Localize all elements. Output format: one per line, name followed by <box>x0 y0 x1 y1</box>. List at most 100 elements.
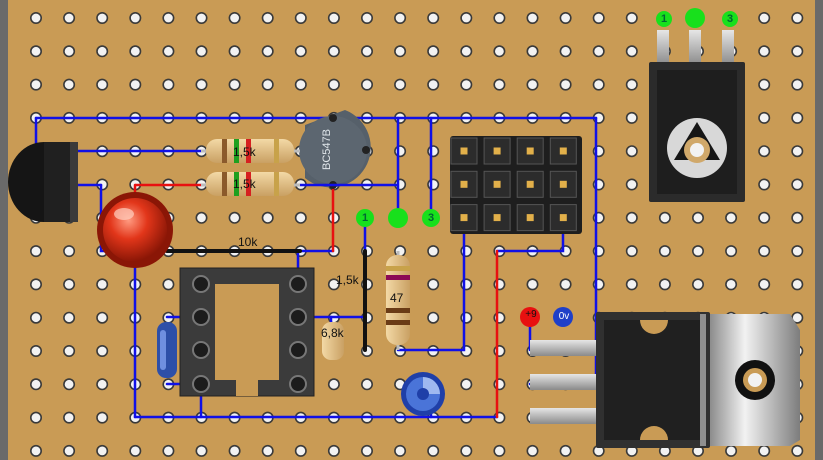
header-pin <box>559 147 567 155</box>
resistor-r6-label: 6,8k <box>321 326 344 340</box>
board-hole <box>427 444 440 457</box>
board-hole <box>29 245 42 258</box>
board-hole <box>294 45 307 58</box>
board-hole <box>427 178 440 191</box>
board-hole <box>195 78 208 91</box>
header-pin <box>559 214 567 222</box>
board-hole <box>261 444 274 457</box>
board-left-edge <box>0 0 8 460</box>
board-hole <box>427 311 440 324</box>
board-hole <box>96 311 109 324</box>
board-hole <box>228 78 241 91</box>
board-hole <box>162 12 175 24</box>
header-pin-housing <box>549 204 577 232</box>
board-hole <box>625 278 638 291</box>
board-hole <box>29 411 42 424</box>
board-hole <box>559 12 572 24</box>
board-hole <box>327 45 340 58</box>
board-hole <box>29 78 42 91</box>
board-hole <box>29 444 42 457</box>
board-hole <box>96 12 109 24</box>
board-hole <box>758 12 771 24</box>
board-hole <box>559 444 572 457</box>
board-hole <box>63 245 76 258</box>
board-hole <box>162 78 175 91</box>
board-hole <box>758 78 771 91</box>
ground-supply-label: 0v <box>558 311 570 322</box>
board-hole <box>294 444 307 457</box>
board-hole <box>725 444 738 457</box>
board-hole <box>725 211 738 224</box>
board-hole <box>625 45 638 58</box>
board-hole <box>460 45 473 58</box>
board-hole <box>96 344 109 357</box>
board-hole <box>758 111 771 124</box>
board-hole <box>360 378 373 391</box>
board-hole <box>29 311 42 324</box>
electrolytic-capacitor <box>401 372 445 416</box>
board-hole <box>758 444 771 457</box>
board-hole <box>63 12 76 24</box>
board-hole <box>63 411 76 424</box>
board-hole <box>294 211 307 224</box>
board-hole <box>327 12 340 24</box>
board-hole <box>625 78 638 91</box>
board-hole <box>129 444 142 457</box>
pot-pin-1-label: 1 <box>357 210 373 226</box>
board-hole <box>658 278 671 291</box>
board-hole <box>327 78 340 91</box>
board-hole <box>228 211 241 224</box>
black-wires <box>165 249 367 352</box>
pot-pin-3-label: 3 <box>423 210 439 226</box>
resistor-r4-label: 1,5k <box>336 273 359 287</box>
board-hole <box>625 211 638 224</box>
board-right-edge <box>815 0 823 460</box>
board-hole <box>791 111 804 124</box>
board-hole <box>394 145 407 158</box>
board-hole <box>725 245 738 258</box>
resistor-r1-label: 1,5k <box>233 145 256 159</box>
board-hole <box>625 145 638 158</box>
board-hole <box>228 444 241 457</box>
header-pin <box>493 180 501 188</box>
resistor-r5 <box>386 251 410 350</box>
board-hole <box>195 444 208 457</box>
board-hole <box>658 211 671 224</box>
board-hole <box>526 278 539 291</box>
board-hole <box>129 12 142 24</box>
resistor-r2-label: 1,5k <box>233 177 256 191</box>
resistor-r3-label: 10k <box>238 235 258 249</box>
board-hole <box>96 444 109 457</box>
board-hole <box>427 145 440 158</box>
board-hole <box>758 45 771 58</box>
board-hole <box>162 278 175 291</box>
board-hole <box>526 45 539 58</box>
board-hole <box>129 78 142 91</box>
board-hole <box>691 211 704 224</box>
board-hole <box>63 344 76 357</box>
board-hole <box>261 78 274 91</box>
ic-socket-8pin <box>179 267 315 397</box>
board-hole <box>625 111 638 124</box>
board-hole <box>261 211 274 224</box>
board-hole <box>427 278 440 291</box>
board-hole <box>360 45 373 58</box>
board-hole <box>791 12 804 24</box>
board-hole <box>29 45 42 58</box>
ceramic-capacitor <box>157 322 177 378</box>
board-hole <box>427 45 440 58</box>
header-pin <box>493 214 501 222</box>
header-pin <box>460 180 468 188</box>
reg-pin-dot-2 <box>685 8 705 28</box>
board-hole <box>725 278 738 291</box>
board-hole <box>63 378 76 391</box>
red-led <box>97 192 173 268</box>
board-hole <box>327 444 340 457</box>
board-hole <box>559 278 572 291</box>
board-hole <box>460 278 473 291</box>
transistor <box>299 110 371 189</box>
board-hole <box>758 245 771 258</box>
board-hole <box>294 12 307 24</box>
